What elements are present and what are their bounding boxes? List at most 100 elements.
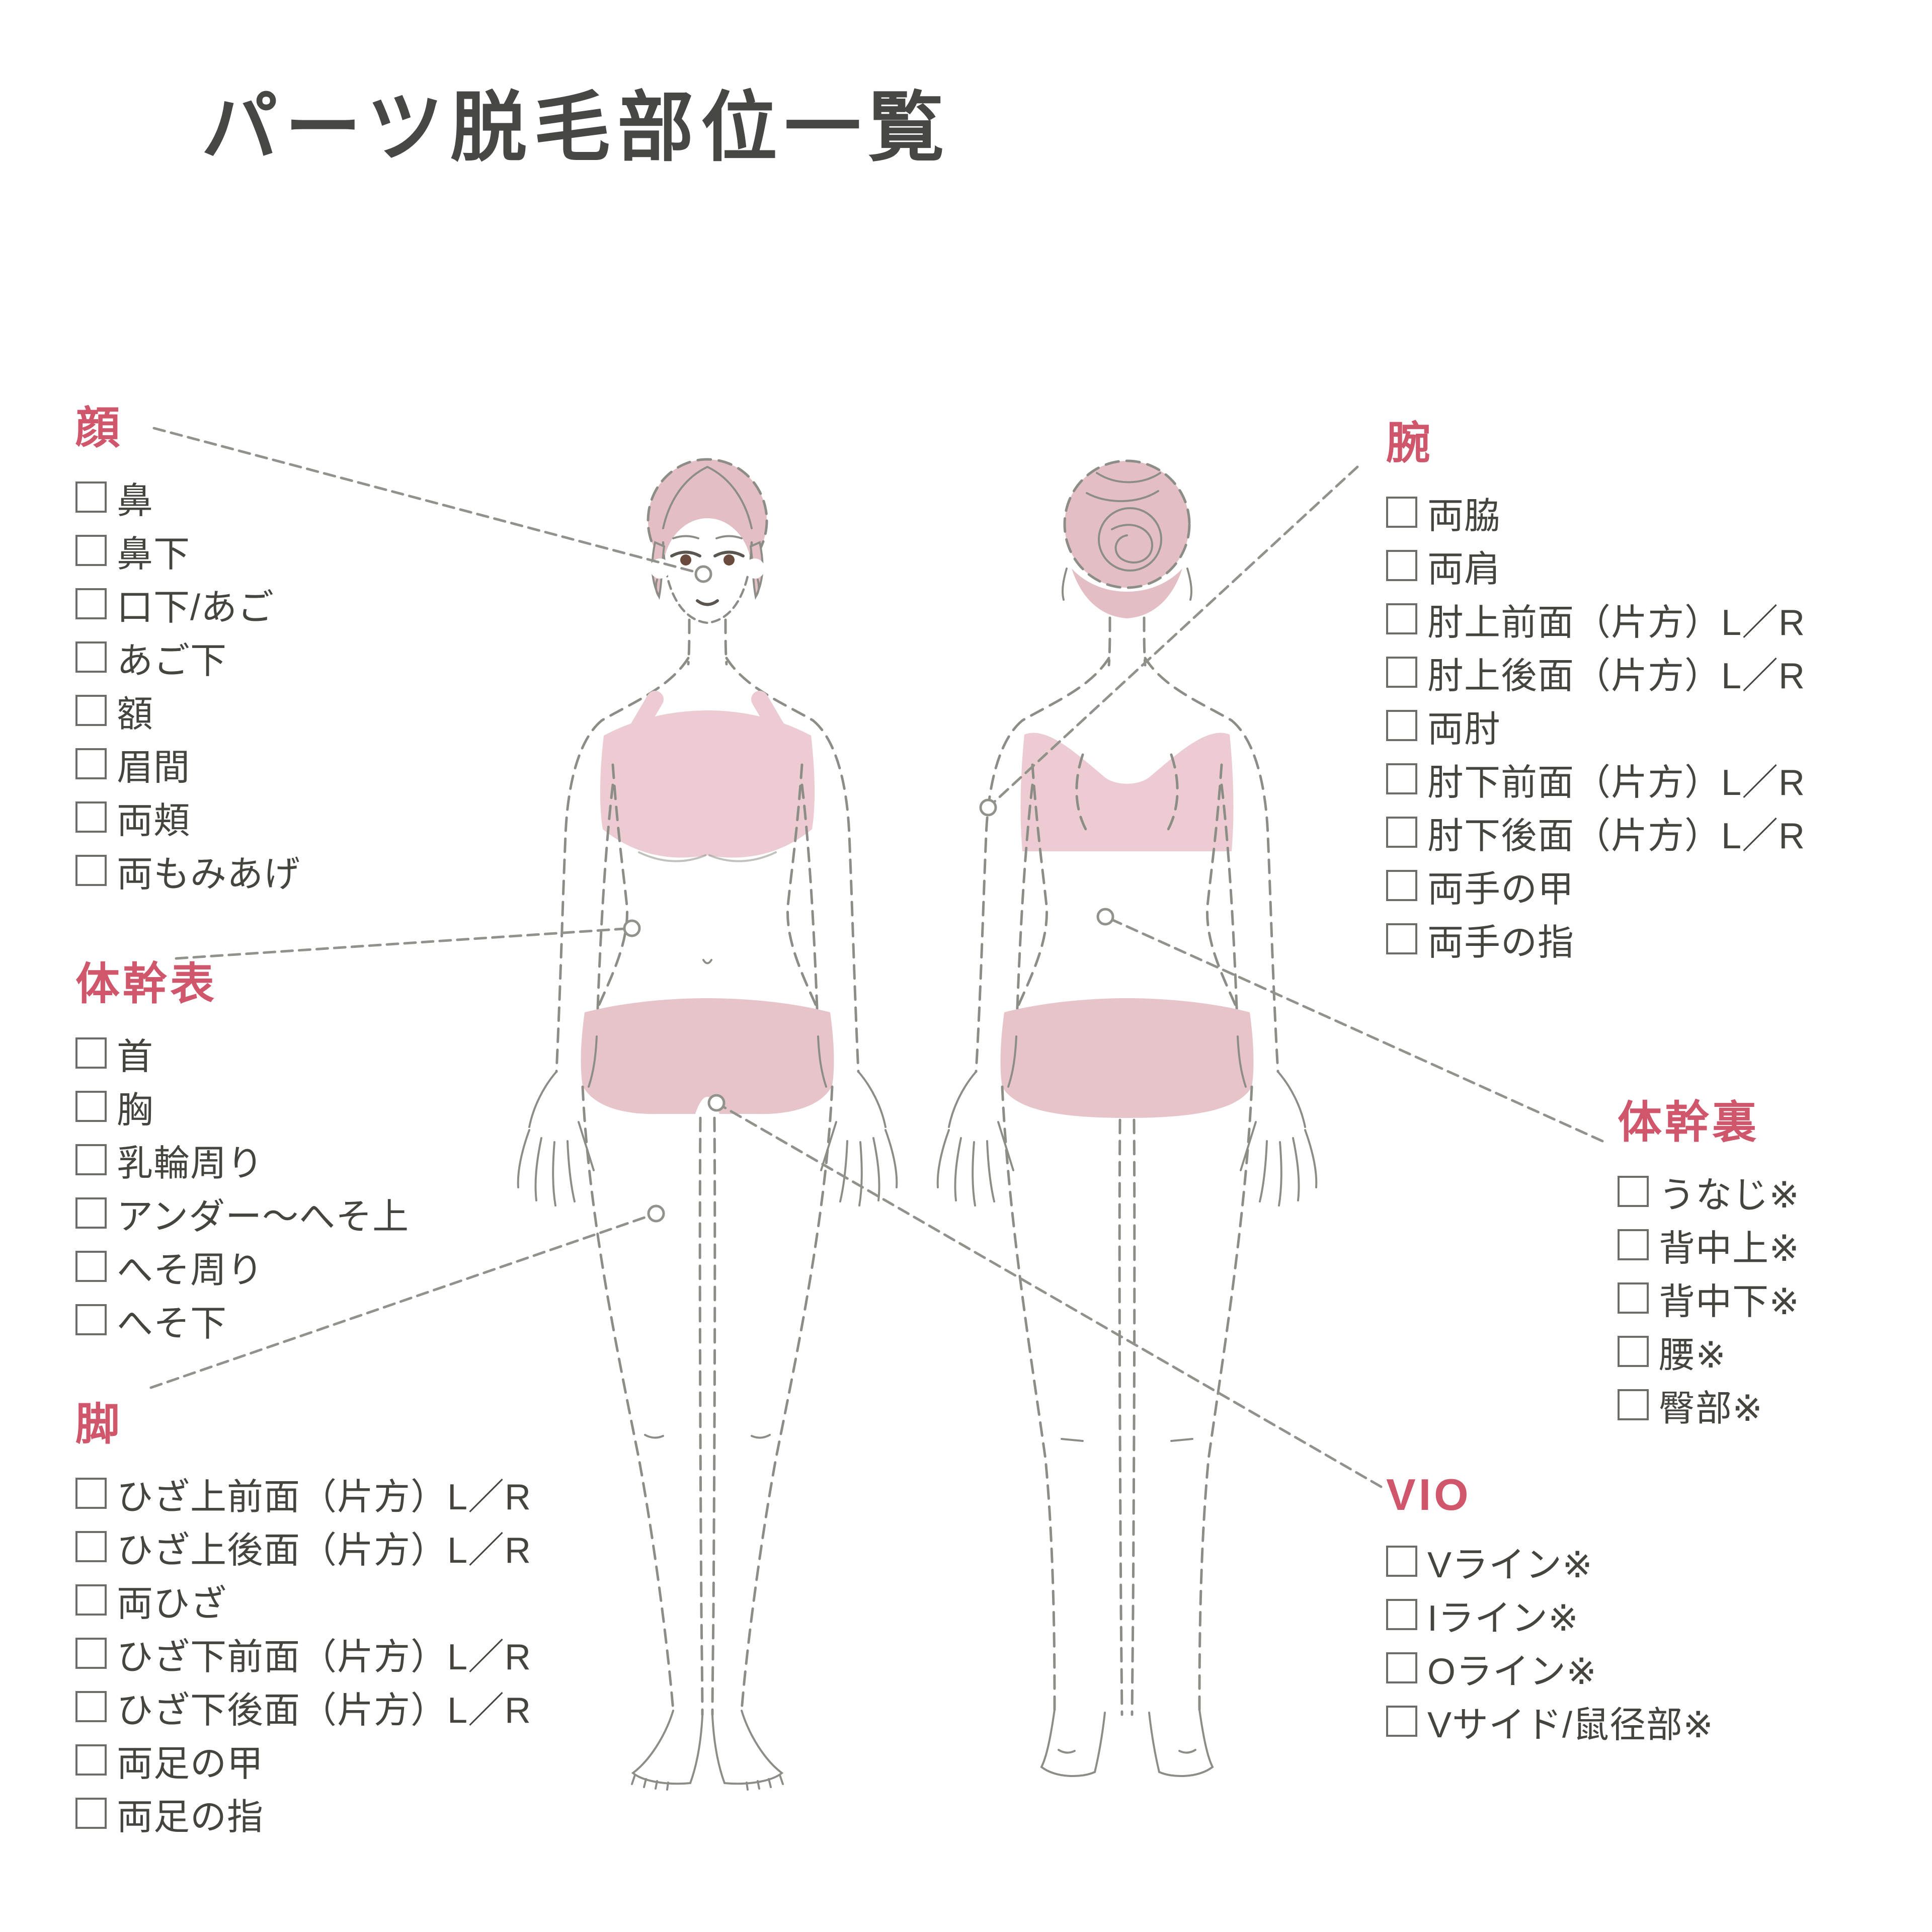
item-label: ひざ上前面（片方）L／R [117, 1477, 532, 1517]
checkbox[interactable] [1618, 1176, 1649, 1207]
item-label: 両手の甲 [1427, 869, 1575, 910]
checkbox[interactable] [75, 801, 107, 833]
checkbox[interactable] [75, 1798, 107, 1829]
checkbox[interactable] [75, 1744, 107, 1776]
list-item: 鼻 [75, 470, 300, 524]
checkbox[interactable] [1386, 1546, 1417, 1577]
checkbox[interactable] [75, 1251, 107, 1282]
checkbox[interactable] [1386, 1706, 1417, 1737]
front-brow-right [715, 535, 743, 539]
checkbox[interactable] [1618, 1229, 1649, 1260]
checkbox[interactable] [75, 748, 107, 779]
checkbox[interactable] [1386, 1652, 1417, 1683]
list-item: 口下/あご [75, 577, 300, 630]
callout-dot-torso-front [623, 919, 641, 937]
checkbox[interactable] [1386, 603, 1417, 634]
item-label: ひざ下前面（片方）L／R [117, 1637, 532, 1677]
list-item: うなじ※ [1618, 1165, 1800, 1218]
checkbox[interactable] [75, 1304, 107, 1335]
item-label: Vサイド/鼠径部※ [1427, 1705, 1714, 1745]
checkbox[interactable] [75, 588, 107, 619]
section-legs: 脚 ひざ上前面（片方）L／R ひざ上後面（片方）L／R 両ひざ ひざ下前面（片方… [75, 1389, 531, 1840]
checkbox[interactable] [1386, 550, 1417, 581]
checkbox[interactable] [75, 1531, 107, 1562]
list-item: 肘下前面（片方）L／R [1386, 752, 1805, 806]
list-item: ひざ上後面（片方）L／R [75, 1520, 531, 1573]
list-item: 両手の甲 [1386, 859, 1805, 912]
checkbox[interactable] [1386, 870, 1417, 901]
item-label: うなじ※ [1659, 1175, 1800, 1216]
item-label: Oライン※ [1427, 1651, 1597, 1692]
checkbox[interactable] [75, 695, 107, 726]
checkbox[interactable] [1386, 710, 1417, 741]
front-mouth [696, 599, 719, 606]
list-item: 肘上後面（片方）L／R [1386, 646, 1805, 699]
figure-back [936, 459, 1318, 1777]
section-torso-front-heading: 体幹表 [75, 959, 218, 1009]
checkbox[interactable] [1386, 763, 1417, 794]
callout-line-vio [715, 1101, 1383, 1488]
checkbox[interactable] [75, 1197, 107, 1229]
checkbox[interactable] [1618, 1389, 1649, 1420]
checkbox[interactable] [1386, 657, 1417, 688]
item-label: アンダー～へそ上 [117, 1196, 410, 1237]
list-item: 両ひざ [75, 1573, 531, 1627]
checkbox[interactable] [1386, 817, 1417, 848]
checkbox[interactable] [75, 1584, 107, 1616]
item-label: 両手の指 [1427, 922, 1575, 963]
checkbox[interactable] [75, 1144, 107, 1175]
checkbox[interactable] [75, 1091, 107, 1122]
callout-line-torso-back [1104, 915, 1604, 1143]
section-legs-heading: 脚 [75, 1399, 123, 1449]
list-item: Iライン※ [1386, 1588, 1714, 1641]
section-arms: 腕 両脇 両肩 肘上前面（片方）L／R 肘上後面（片方）L／R 両肘 肘下前面（… [1386, 408, 1805, 965]
list-item: あご下 [75, 630, 300, 684]
back-hair-bun [1098, 507, 1162, 572]
item-label: 両足の甲 [117, 1743, 264, 1784]
item-label: へそ下 [117, 1303, 227, 1344]
list-item: 両頬 [75, 790, 300, 844]
checkbox[interactable] [75, 1691, 107, 1722]
checkbox[interactable] [1386, 1599, 1417, 1630]
list-item: 腰※ [1618, 1325, 1800, 1378]
callout-dot-vio [707, 1094, 726, 1112]
item-label: 臀部※ [1659, 1388, 1763, 1429]
section-face: 顔 鼻 鼻下 口下/あご あご下 額 眉間 両頬 両もみあげ [75, 392, 300, 897]
list-item: 両肘 [1386, 699, 1805, 752]
section-torso-front: 体幹表 首 胸 乳輪周り アンダー～へそ上 へそ周り へそ下 [75, 948, 409, 1346]
callouts [149, 427, 1604, 1488]
item-label: 両もみあげ [117, 854, 301, 895]
checkbox[interactable] [1618, 1282, 1649, 1314]
checkbox[interactable] [1618, 1336, 1649, 1367]
list-item: 胸 [75, 1080, 409, 1133]
section-vio: VIO Vライン※ Iライン※ Oライン※ Vサイド/鼠径部※ [1386, 1469, 1714, 1748]
list-item: 肘上前面（片方）L／R [1386, 592, 1805, 646]
list-item: アンダー～へそ上 [75, 1186, 409, 1240]
list-item: 両肩 [1386, 539, 1805, 592]
item-label: 両ひざ [117, 1583, 227, 1624]
front-eyelash-right [713, 550, 745, 557]
checkbox[interactable] [75, 481, 107, 513]
back-bra [1020, 733, 1234, 851]
front-feet [631, 1710, 784, 1791]
checkbox[interactable] [1386, 497, 1417, 528]
checkbox[interactable] [75, 1638, 107, 1669]
front-bra [600, 710, 815, 858]
item-label: 両肩 [1427, 549, 1501, 590]
item-label: Iライン※ [1427, 1598, 1579, 1639]
item-label: へそ周り [117, 1250, 264, 1291]
back-hand-right [1237, 1035, 1318, 1206]
front-shorts [581, 998, 834, 1114]
back-feet [1040, 1709, 1214, 1777]
figure-front [517, 458, 898, 1791]
checkbox[interactable] [75, 535, 107, 566]
checkbox[interactable] [1386, 923, 1417, 954]
checkbox[interactable] [75, 641, 107, 673]
item-label: 胸 [117, 1090, 154, 1131]
checkbox[interactable] [75, 1478, 107, 1509]
list-item: ひざ上前面（片方）L／R [75, 1467, 531, 1520]
checkbox[interactable] [75, 1037, 107, 1069]
checkbox[interactable] [75, 855, 107, 886]
